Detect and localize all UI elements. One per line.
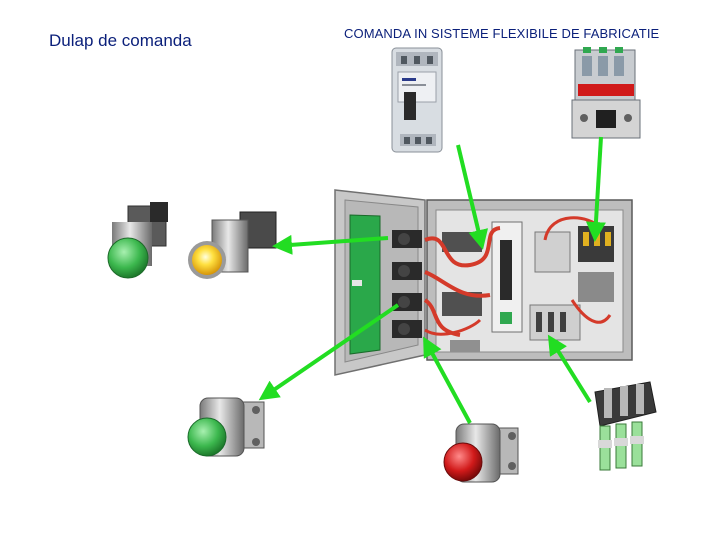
yellow-illuminated-button-image xyxy=(188,211,277,279)
arrow-cabinet-to-green-button xyxy=(258,303,400,401)
connector-arrows xyxy=(258,136,606,424)
arrow-cabinet-to-yellow-button xyxy=(272,234,389,255)
arrow-contactor-to-cabinet xyxy=(585,136,606,242)
red-push-button-image xyxy=(443,423,519,483)
arrow-red-button-to-cabinet xyxy=(423,336,472,424)
contactor-image xyxy=(571,47,641,139)
green-push-button-image xyxy=(187,397,265,457)
circuit-breaker-image xyxy=(391,47,443,153)
left-title: Dulap de comanda xyxy=(49,31,192,50)
right-title: COMANDA IN SISTEME FLEXIBILE DE FABRICAT… xyxy=(344,26,660,41)
green-pilot-light-image xyxy=(107,202,168,279)
fuse-block-image xyxy=(594,381,657,471)
control-cabinet-image xyxy=(334,189,633,376)
arrow-fuse-to-cabinet xyxy=(547,334,592,404)
arrow-breaker-to-cabinet xyxy=(456,144,489,250)
